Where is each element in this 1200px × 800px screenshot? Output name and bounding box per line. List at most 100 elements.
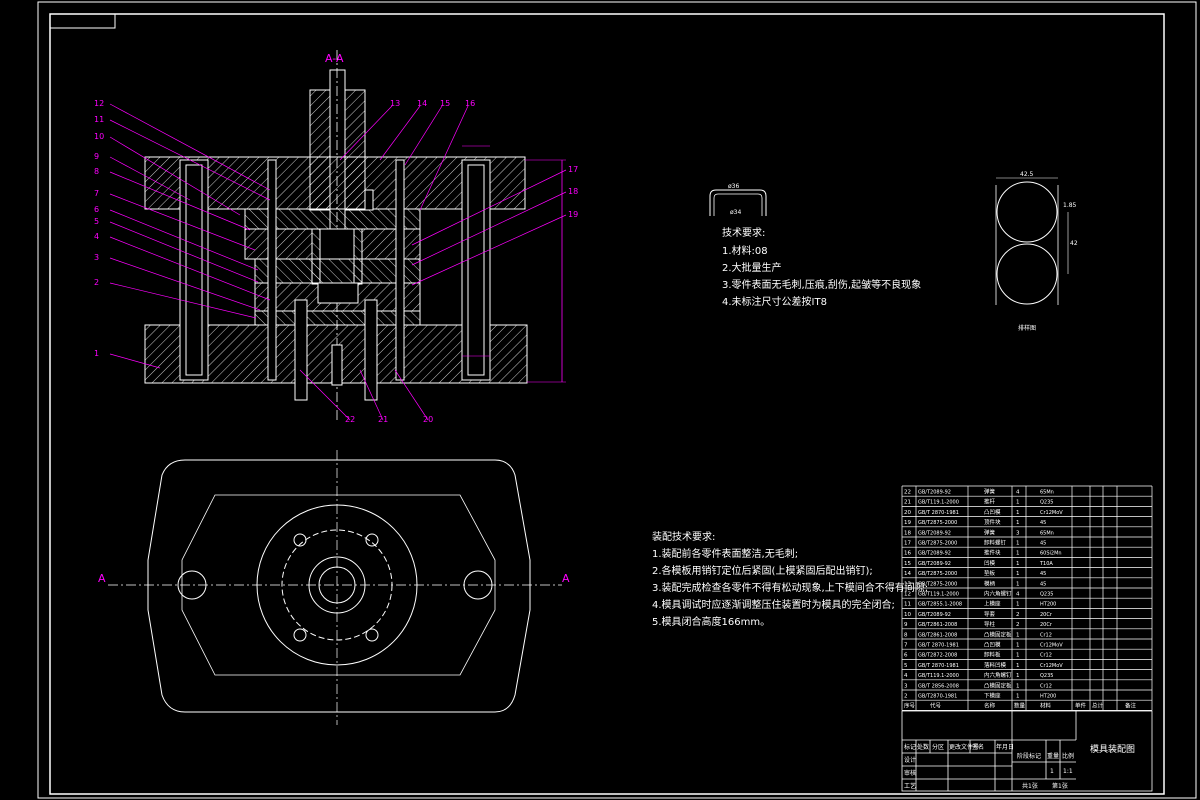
bom-std: GB/T2089-92	[918, 490, 951, 496]
bom-qty: 1	[1016, 561, 1020, 567]
bom-qty: 4	[1016, 592, 1020, 598]
bom-no: 21	[904, 500, 911, 506]
bom-std: GB/T2089-92	[918, 561, 951, 567]
part-sketch: ø36 ø34	[709, 183, 767, 216]
bom-qty: 1	[1016, 653, 1020, 659]
part-outline	[709, 189, 767, 216]
bom-mat: T10A	[1039, 561, 1053, 567]
inner-border	[49, 13, 1165, 795]
bom-std: GB/T 2870-1981	[918, 663, 959, 669]
part-tech-item: 3.零件表面无毛刺,压痕,刮伤,起皱等不良现象	[722, 278, 921, 291]
bom-name: 凹模	[984, 559, 996, 567]
leader-lines	[109, 103, 567, 421]
part-number: 11	[94, 115, 104, 124]
bom-no: 19	[904, 520, 911, 526]
die-cavity	[317, 282, 359, 304]
bom-name: 卸料板	[984, 651, 1001, 659]
bom-no: 15	[904, 561, 911, 567]
bom-name: 推杆	[984, 498, 996, 506]
part-number: 19	[568, 210, 578, 219]
bom-header-cell: 数量	[1014, 702, 1026, 710]
drawing-name: 模具装配图	[1090, 743, 1135, 755]
section-label: A-A	[325, 52, 344, 65]
bom-name: 上模座	[984, 600, 1001, 608]
part-number: 4	[94, 232, 99, 241]
bom-name: 模柄	[984, 579, 996, 587]
bom-no: 2	[904, 694, 908, 700]
title-block-col: 更改文件号	[949, 743, 979, 751]
stage-label: 阶段标记	[1017, 752, 1041, 760]
bom-qty: 1	[1016, 571, 1020, 577]
title-block-col: 签名	[972, 743, 984, 751]
bom-no: 13	[904, 581, 911, 587]
bom-name: 凸凹模	[984, 508, 1001, 516]
part-dim-d2: ø34	[730, 209, 741, 216]
assembly-tech-item: 4.模具调试时应逐渐调整压住装置时为模具的完全闭合;	[652, 598, 895, 611]
screw-right	[395, 159, 405, 381]
bom-mat: Q235	[1040, 500, 1053, 506]
part-number: 13	[390, 99, 400, 108]
bolt-hole	[365, 628, 379, 642]
ejector-rod-right	[364, 299, 378, 401]
outer-border	[37, 1, 1197, 799]
bom-header-cell: 单件	[1075, 702, 1087, 710]
bom-mat: 65Mn	[1040, 530, 1054, 536]
lower-seat-outline	[147, 459, 531, 713]
bom-std: GB/T2089-92	[918, 551, 951, 557]
bom-mat: Q235	[1040, 673, 1053, 679]
bom-no: 14	[904, 571, 911, 577]
bom-mat: 20Cr	[1040, 612, 1053, 618]
part-numbers-left: 12 11 10 9 8 7 6 5 4 3 2 1	[94, 99, 104, 358]
bom-no: 22	[904, 490, 911, 496]
part-number: 5	[94, 217, 99, 226]
stripper-plate	[254, 258, 421, 284]
layout-dim-w: 42.5	[1020, 171, 1034, 178]
bom-name: 凸凹模	[984, 641, 1001, 649]
bom-name: 导套	[984, 610, 996, 618]
bolt-hole	[293, 533, 307, 547]
bom-name: 弹簧	[984, 488, 996, 496]
guide-post-right-inner	[467, 164, 485, 376]
part-number: 14	[417, 99, 427, 108]
bom-no: 17	[904, 541, 911, 547]
bom-qty: 2	[1016, 622, 1020, 628]
qty-value: 1	[1050, 768, 1054, 775]
bom-mat: HT200	[1040, 602, 1056, 608]
bom-name: 凸模固定板	[984, 630, 1012, 638]
bom-qty: 1	[1016, 602, 1020, 608]
layout-blank-1	[996, 181, 1058, 243]
bom-qty: 1	[1016, 683, 1020, 689]
bom-mat: Q235	[1040, 592, 1053, 598]
title-block-row: 工艺	[904, 782, 916, 790]
bom-mat: 20Cr	[1040, 622, 1053, 628]
title-block-row: 审核	[904, 769, 916, 777]
bolt-hole	[293, 628, 307, 642]
bom-qty: 1	[1016, 520, 1020, 526]
part-tech-requirements: 技术要求: 1.材料:08 2.大批量生产 3.零件表面无毛刺,压痕,刮伤,起皱…	[722, 226, 921, 308]
title-block-col: 年月日	[996, 743, 1014, 751]
bom-name: 落料凹模	[984, 661, 1007, 669]
bom-qty: 3	[1016, 530, 1020, 536]
bom-std: GB/T 2870-1981	[918, 510, 959, 516]
section-mark-left: A	[98, 572, 106, 585]
bom-std: GB/T2870-1981	[918, 694, 957, 700]
bom-std: GB/T2861-2008	[918, 622, 957, 628]
part-numbers-top: 13 14 15 16	[390, 99, 475, 108]
bom-header-cell: 名称	[984, 702, 996, 710]
part-number: 17	[568, 165, 578, 174]
part-number: 9	[94, 152, 99, 161]
strip-layout: 42.5 42 1.85 排样图	[995, 171, 1078, 332]
bom-qty: 1	[1016, 673, 1020, 679]
part-tech-item: 4.未标注尺寸公差按IT8	[722, 295, 827, 308]
bom-mat: Cr12MoV	[1040, 663, 1063, 669]
part-number: 8	[94, 167, 99, 176]
part-number: 2	[94, 278, 99, 287]
bom-no: 20	[904, 510, 911, 516]
part-number: 12	[94, 99, 104, 108]
assembly-tech-item: 1.装配前各零件表面整洁,无毛刺;	[652, 547, 798, 560]
scale-value: 1:1	[1063, 768, 1073, 775]
bom-mat: 60Si2Mn	[1040, 551, 1062, 557]
bom-qty: 1	[1016, 694, 1020, 700]
bom-mat: 45	[1040, 541, 1046, 547]
